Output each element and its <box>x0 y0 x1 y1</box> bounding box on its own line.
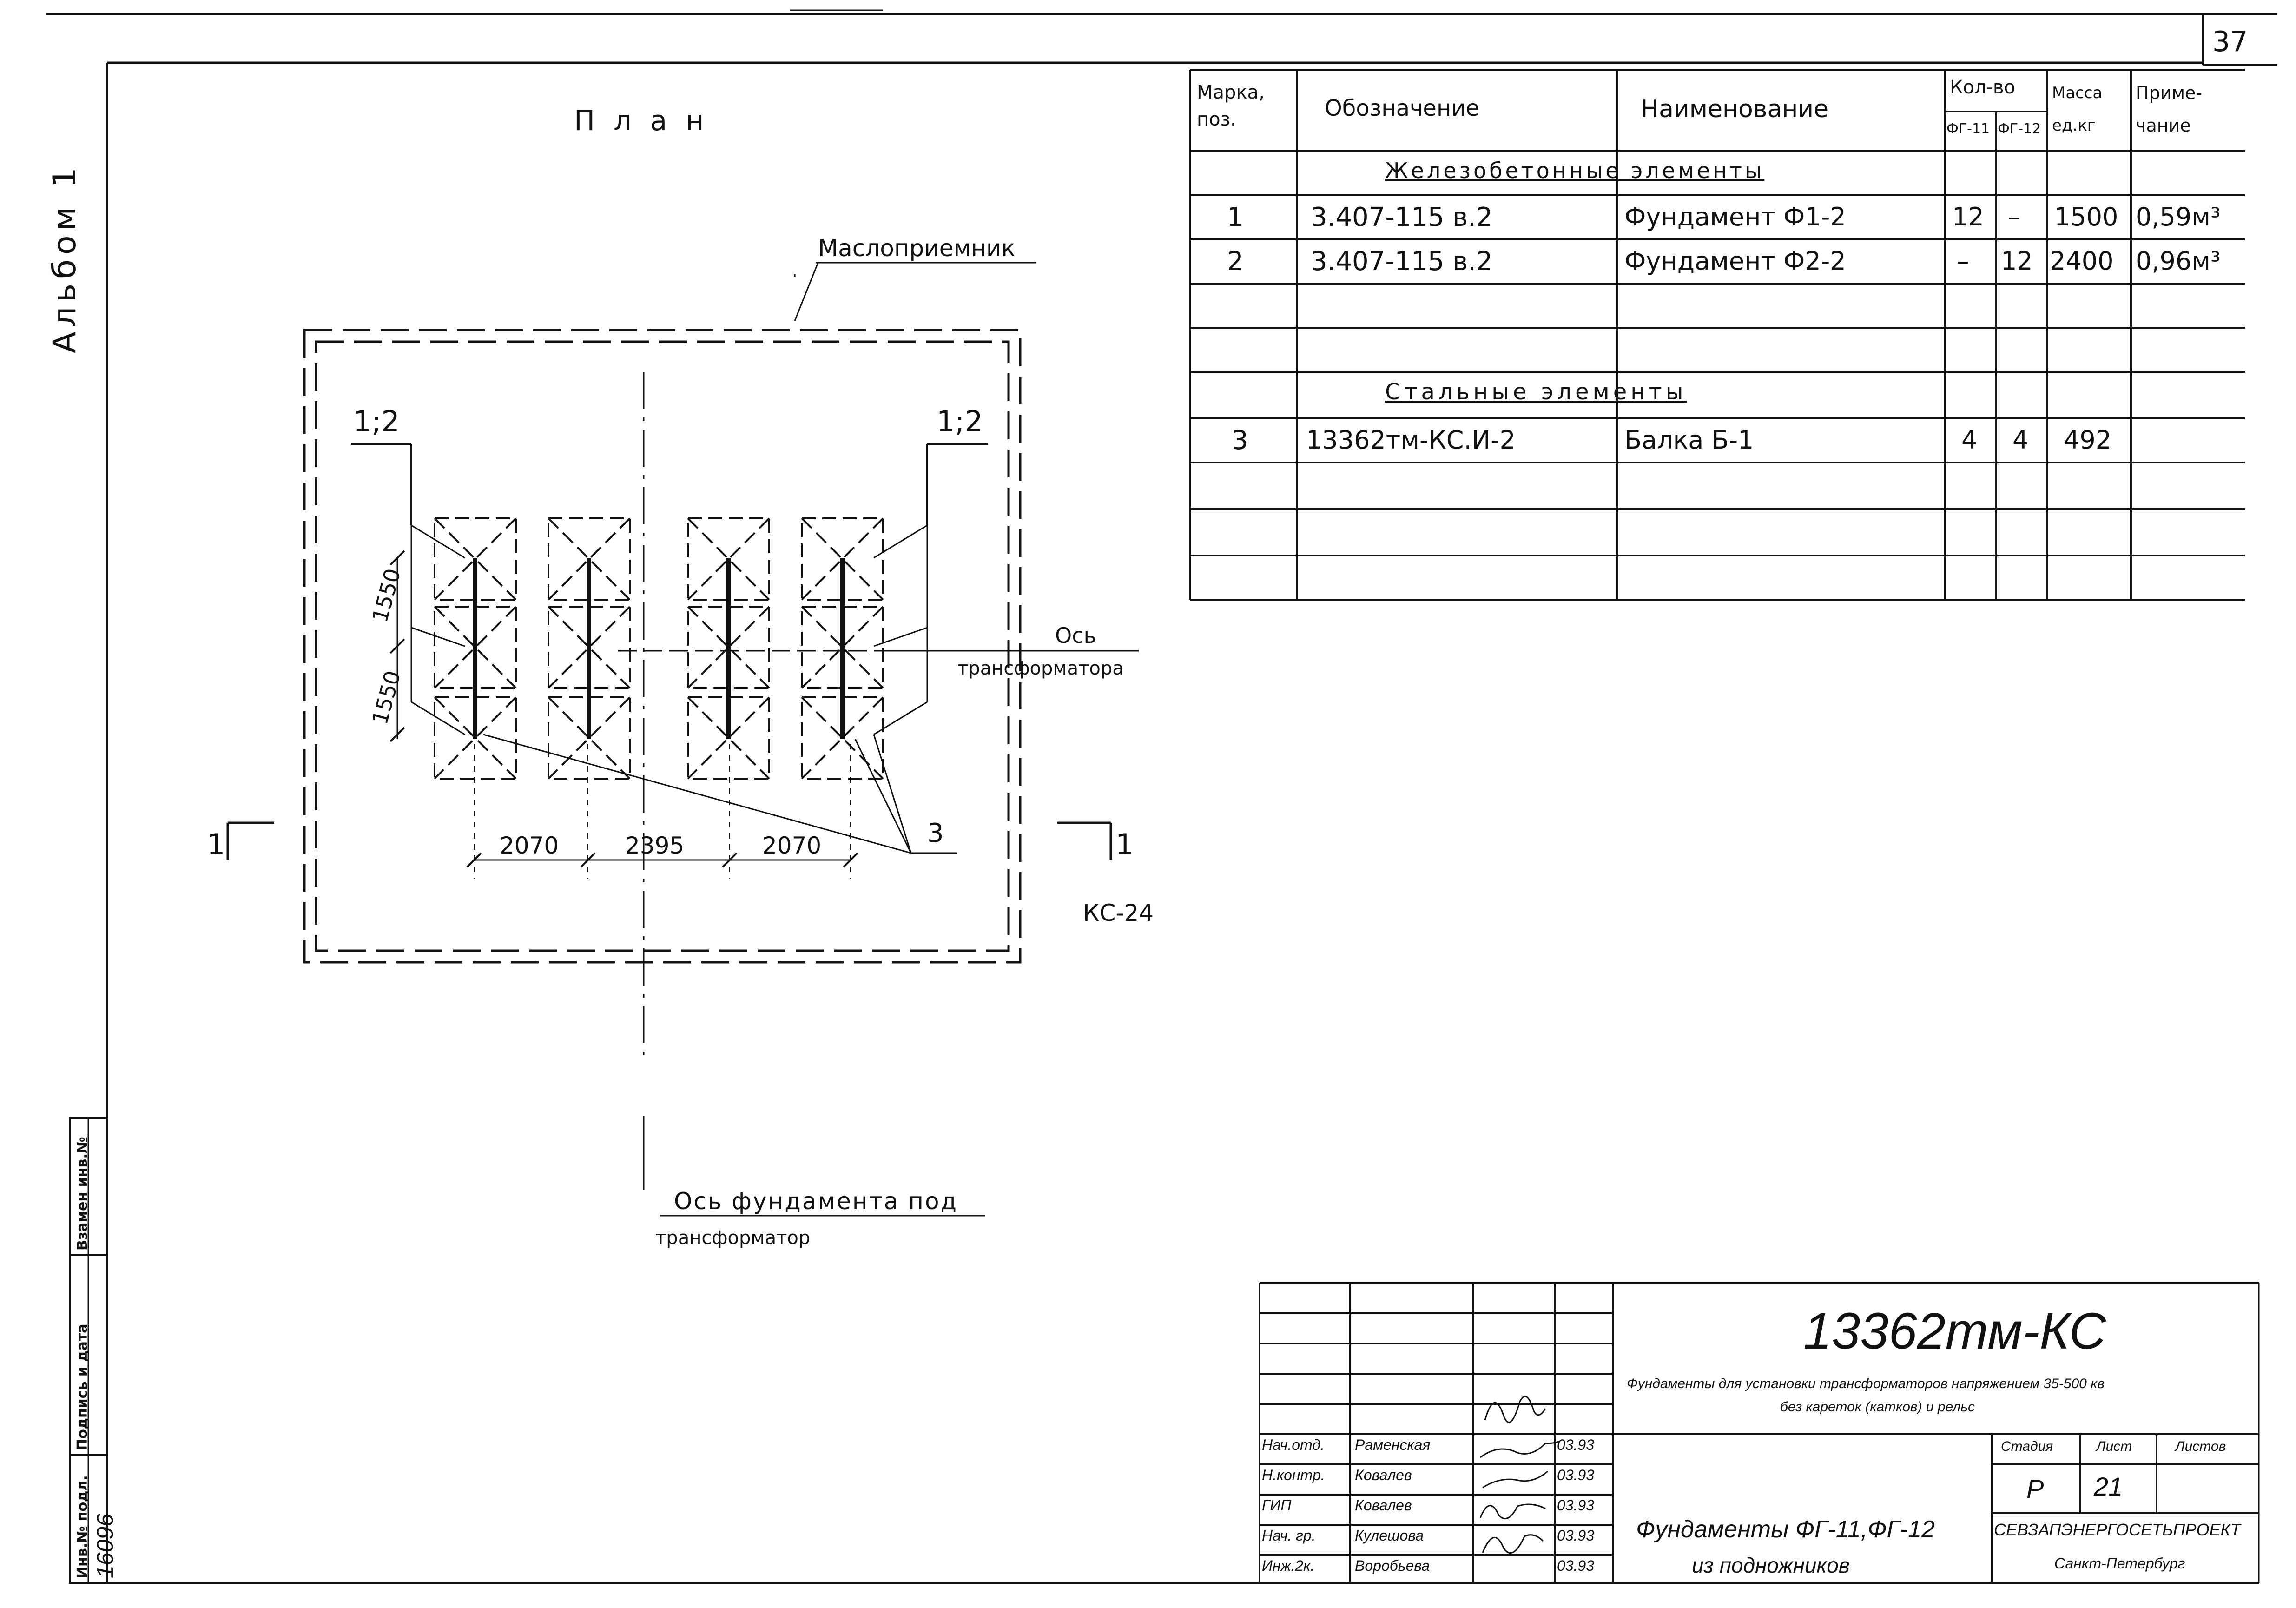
organization-name: СЕВЗАПЭНЕРГОСЕТЬПРОЕКТ <box>1994 1520 2241 1539</box>
section-label-left: 1;2 <box>353 404 400 438</box>
page-number: 37 <box>2212 26 2248 58</box>
staff-date: 03.93 <box>1557 1497 1595 1514</box>
oil-receiver-label: Маслоприемник <box>818 235 1016 262</box>
header-qty-fg12: ФГ-12 <box>1998 121 2041 137</box>
cut-mark-right: 1 <box>1115 827 1134 861</box>
staff-name: Воробьева <box>1355 1557 1430 1574</box>
stage-value: Р <box>2026 1474 2044 1503</box>
row-3-fg11: 4 <box>1961 425 1978 455</box>
staff-role: ГИП <box>1262 1497 1292 1514</box>
plan-title: План <box>574 105 723 137</box>
stage-label: Стадия <box>2001 1439 2053 1454</box>
header-qty: Кол-во <box>1950 77 2015 98</box>
header-name: Наименование <box>1641 95 1829 123</box>
sheet-title: Фундаменты ФГ-11,ФГ-12 <box>1636 1516 1935 1543</box>
staff-date: 03.93 <box>1557 1436 1595 1453</box>
sign-date-label: Подпись и дата <box>74 1323 91 1450</box>
row-3-fg12: 4 <box>2012 425 2029 455</box>
document-description: Фундаменты для установки трансформаторов… <box>1627 1376 2105 1391</box>
section-concrete-elements: Железобетонные элементы <box>1385 158 1765 183</box>
staff-role: Нач.отд. <box>1262 1436 1325 1453</box>
row-3-name: Балка Б-1 <box>1624 425 1754 455</box>
album-label: Альбом 1 <box>46 163 83 353</box>
row-2-mark: 2 <box>1227 246 1244 277</box>
staff-date: 03.93 <box>1557 1527 1595 1544</box>
header-note: Приме- чание <box>2136 83 2203 136</box>
staff-date: 03.93 <box>1557 1557 1595 1574</box>
row-1-designation: 3.407-115 в.2 <box>1311 202 1493 232</box>
dimension-2070-right: 2070 <box>762 832 822 859</box>
dimension-2395: 2395 <box>625 832 685 859</box>
row-3-mark: 3 <box>1232 425 1248 456</box>
ks-24-label: КС-24 <box>1083 900 1154 926</box>
organization-city: Санкт-Петербург <box>2054 1555 2185 1572</box>
staff-role: Нач. гр. <box>1262 1527 1316 1544</box>
staff-date: 03.93 <box>1557 1467 1595 1483</box>
signatures <box>1479 1396 1560 1554</box>
header-qty-fg11: ФГ-11 <box>1946 121 1990 137</box>
row-3-mass: 492 <box>2064 425 2112 455</box>
callout-3: 3 <box>927 818 944 848</box>
staff-name: Ковалев <box>1355 1467 1412 1483</box>
inv-label: Инв.№ подл. <box>74 1475 91 1578</box>
row-1-fg12: – <box>2008 202 2020 232</box>
document-description-2: без кареток (катков) и рельс <box>1780 1399 1975 1415</box>
transformer-axis-label: Ось <box>1055 623 1096 648</box>
staff-name: Раменская <box>1355 1436 1431 1453</box>
section-label-right: 1;2 <box>937 404 983 438</box>
row-1-fg11: 12 <box>1952 202 1984 232</box>
row-2-fg12: 12 <box>2001 246 2033 276</box>
section-steel-elements: Стальные элементы <box>1385 379 1687 405</box>
sheet-value: 21 <box>2094 1472 2123 1501</box>
row-2-fg11: – <box>1957 246 1969 276</box>
sheet-label: Лист <box>2096 1439 2132 1454</box>
sheets-label: Листов <box>2175 1439 2226 1454</box>
foundation-axis-label: Ось фундамента под <box>674 1188 958 1215</box>
staff-name: Кулешова <box>1355 1527 1424 1544</box>
row-1-mass: 1500 <box>2054 202 2118 232</box>
row-2-designation: 3.407-115 в.2 <box>1311 246 1493 277</box>
replace-inv-label: Взамен инв.№ <box>74 1137 91 1251</box>
row-3-designation: 13362тм-КС.И-2 <box>1306 425 1516 455</box>
staff-name: Ковалев <box>1355 1497 1412 1514</box>
staff-role: Н.контр. <box>1262 1467 1325 1483</box>
header-designation: Обозначение <box>1325 95 1480 121</box>
staff-role: Инж.2к. <box>1262 1557 1315 1574</box>
sheet-title-2: из подножников <box>1692 1553 1850 1577</box>
row-1-note: 0,59м³ <box>2136 202 2221 232</box>
row-1-mark: 1 <box>1227 202 1244 232</box>
foundation-axis-label-2: трансформатор <box>655 1227 811 1249</box>
header-mark: Марка, поз. <box>1197 82 1265 130</box>
row-2-mass: 2400 <box>2050 246 2114 276</box>
dimension-2070-left: 2070 <box>500 832 559 859</box>
transformer-axis-label-2: трансформатора <box>957 658 1124 679</box>
row-2-note: 0,96м³ <box>2136 246 2221 276</box>
cut-mark-left: 1 <box>207 827 225 861</box>
inv-value: 16096 <box>92 1513 118 1578</box>
document-code: 13362тм-КС <box>1803 1303 2106 1360</box>
header-mass: Масса ед.кг <box>2052 84 2103 135</box>
row-1-name: Фундамент Ф1-2 <box>1624 202 1846 232</box>
row-2-name: Фундамент Ф2-2 <box>1624 246 1846 276</box>
